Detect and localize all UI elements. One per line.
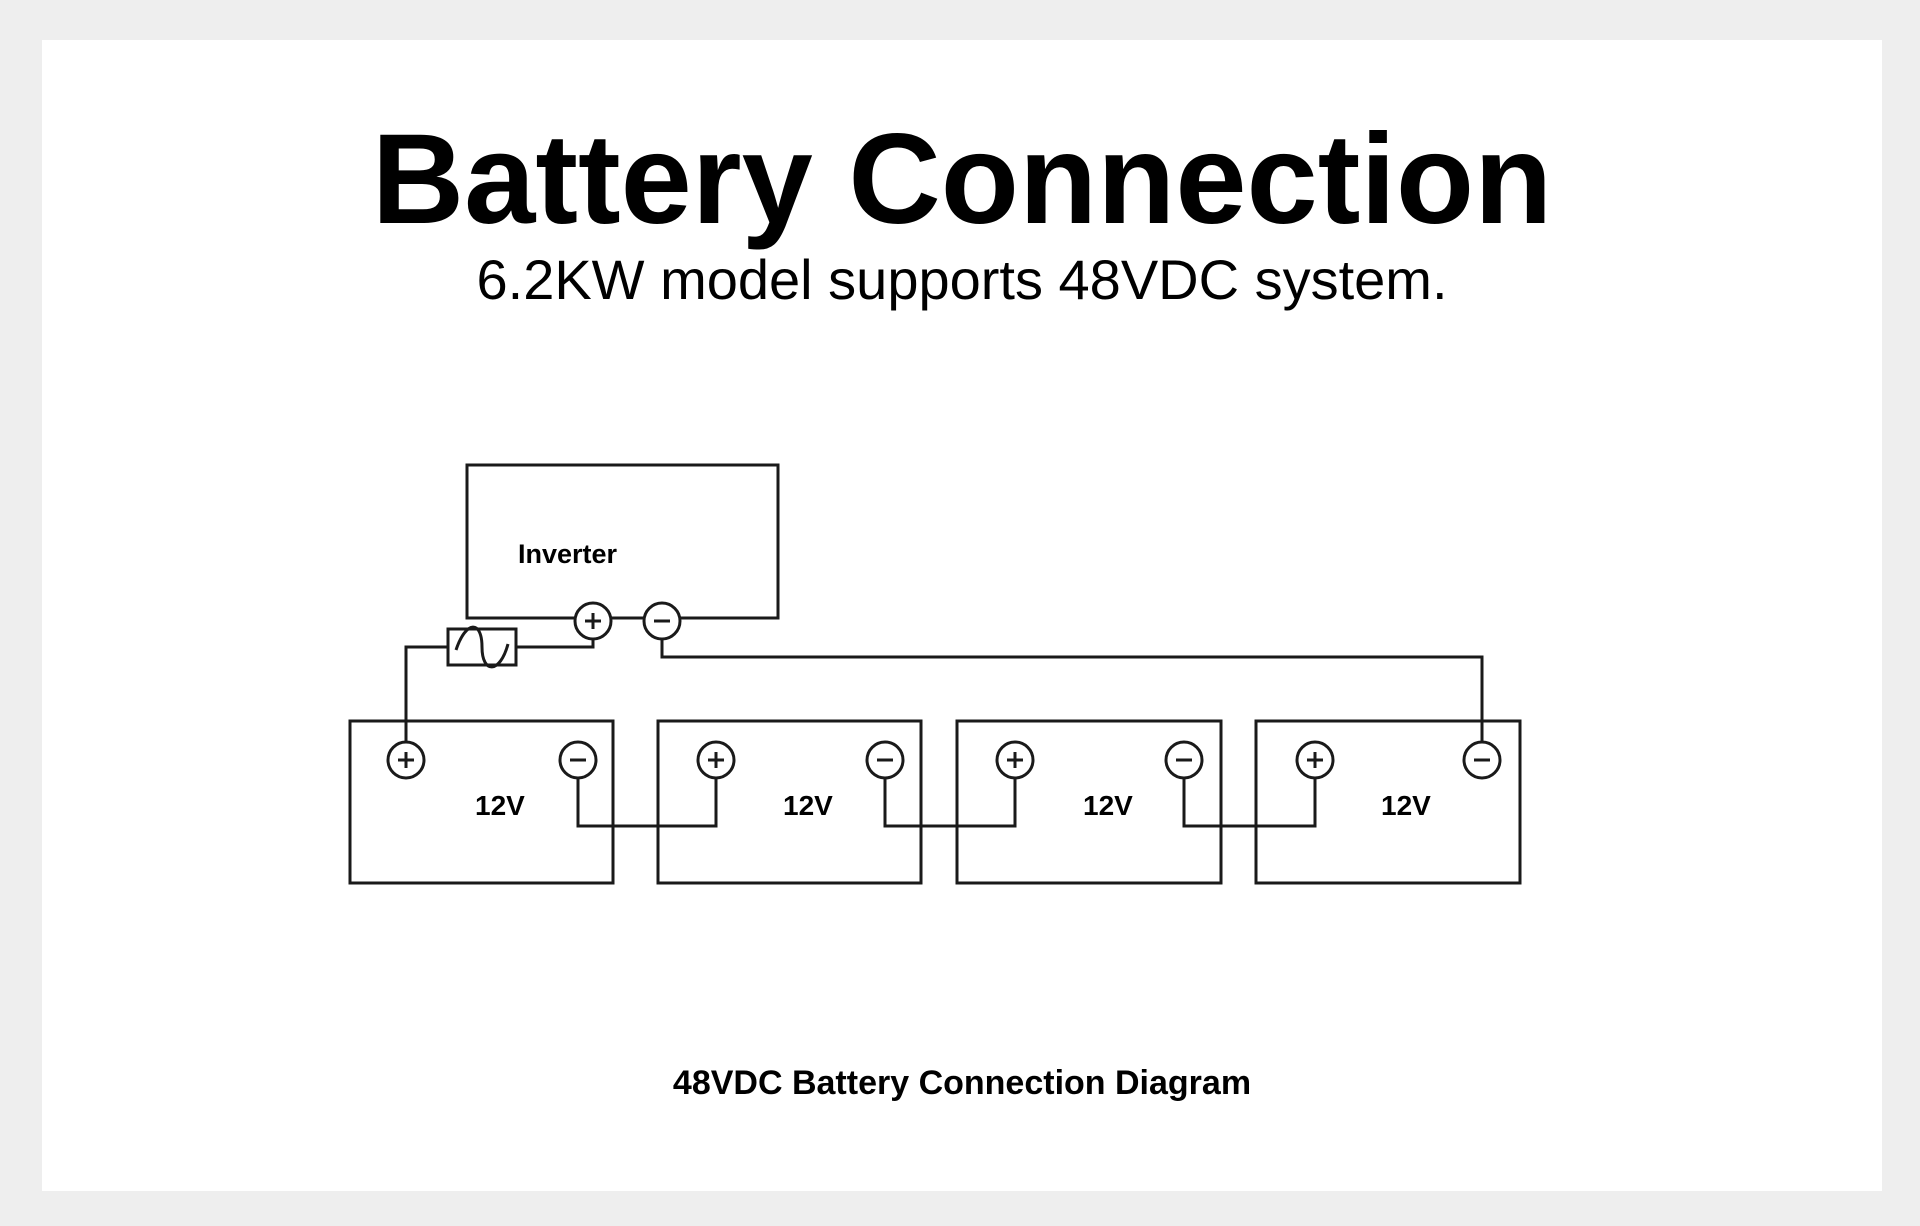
content-card: Battery Connection 6.2KW model supports … — [42, 40, 1882, 1191]
inverter-label: Inverter — [518, 539, 618, 569]
diagram-caption: 48VDC Battery Connection Diagram — [672, 1064, 1252, 1102]
wire-battery3-neg-to-battery4-pos — [1182, 778, 1317, 828]
wire-fuse-to-battery1-pos — [404, 645, 448, 752]
battery4-voltage-label: 12V — [1381, 790, 1431, 821]
battery1-voltage-label: 12V — [475, 790, 525, 821]
battery-box-3 — [955, 719, 1223, 885]
battery-box-1 — [348, 719, 615, 885]
battery2-voltage-label: 12V — [783, 790, 833, 821]
page-title: Battery Connection — [371, 108, 1553, 251]
battery-box-2 — [656, 719, 923, 885]
battery-wiring-diagram: Inverter 12V 12V 12V 12V — [348, 463, 1522, 885]
battery-box-4 — [1254, 719, 1522, 885]
wire-battery2-neg-to-battery3-pos — [883, 778, 1017, 828]
wire-inverter-neg-to-battery4-neg — [660, 640, 1484, 752]
wire-inverter-pos-to-fuse — [516, 640, 595, 649]
page-subtitle: 6.2KW model supports 48VDC system. — [476, 248, 1448, 311]
inverter-box — [465, 463, 780, 620]
wire-battery1-neg-to-battery2-pos — [576, 778, 718, 828]
battery3-voltage-label: 12V — [1083, 790, 1133, 821]
fuse-wave — [454, 625, 510, 669]
